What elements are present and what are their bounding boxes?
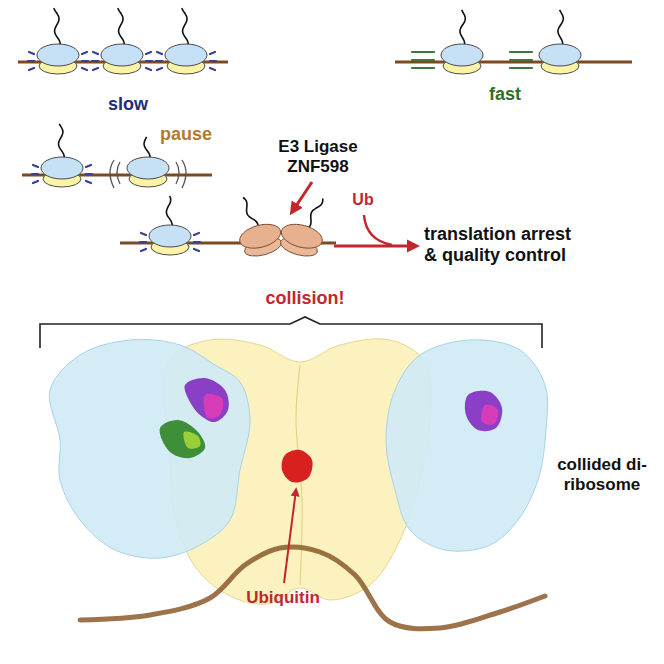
slow-tick bbox=[28, 60, 34, 62]
large-subunit-density bbox=[49, 339, 250, 558]
fast-tick bbox=[510, 59, 532, 61]
rate-label: fast bbox=[489, 84, 521, 105]
ribosome bbox=[539, 44, 581, 74]
ribosome bbox=[37, 44, 79, 74]
large-subunit bbox=[149, 225, 191, 247]
slow-tick bbox=[86, 165, 91, 167]
large-subunit bbox=[165, 44, 207, 66]
slow-tick bbox=[86, 173, 92, 175]
slow-tick bbox=[141, 233, 146, 235]
event-label: collision! bbox=[265, 288, 344, 309]
slow-tick bbox=[146, 68, 151, 70]
large-subunit bbox=[279, 220, 325, 252]
fast-tick bbox=[412, 67, 434, 69]
slow-tick bbox=[210, 52, 215, 54]
ribosome bbox=[277, 220, 325, 260]
slow-tick bbox=[93, 68, 98, 70]
slow-tick bbox=[146, 60, 152, 62]
large-subunit bbox=[37, 44, 79, 66]
wobble-mark bbox=[110, 160, 114, 188]
large-subunit bbox=[41, 157, 83, 179]
large-subunit-density bbox=[386, 340, 548, 551]
large-subunit bbox=[441, 44, 483, 66]
slow-tick bbox=[156, 60, 162, 62]
slow-tick bbox=[82, 60, 88, 62]
slow-tick bbox=[210, 68, 215, 70]
mrna-strand bbox=[80, 547, 545, 629]
slow-tick bbox=[86, 181, 91, 183]
trna-density bbox=[183, 431, 200, 448]
slow-tick bbox=[157, 68, 162, 70]
slow-tick bbox=[33, 181, 38, 183]
enzyme-label: E3 Ligase ZNF598 bbox=[272, 137, 364, 176]
ribosome bbox=[441, 44, 483, 74]
slow-tick bbox=[93, 52, 98, 54]
leader-arrow bbox=[284, 490, 296, 583]
slow-tick bbox=[32, 173, 38, 175]
wobble-mark bbox=[182, 160, 186, 188]
large-subunit bbox=[127, 157, 169, 179]
outcome-label: translation arrest & quality control bbox=[424, 224, 584, 265]
large-subunit bbox=[237, 220, 283, 252]
large-subunit bbox=[101, 44, 143, 66]
fast-tick bbox=[510, 51, 532, 53]
nascent-chain bbox=[305, 198, 323, 230]
slow-tick bbox=[141, 249, 146, 251]
wobble-mark bbox=[117, 162, 120, 184]
trna-density bbox=[184, 378, 228, 422]
slow-tick bbox=[194, 233, 199, 235]
mrna-strand bbox=[395, 61, 632, 64]
wobble-mark bbox=[176, 162, 179, 184]
slow-tick bbox=[146, 52, 151, 54]
slow-tick bbox=[210, 60, 216, 62]
slow-tick bbox=[82, 52, 87, 54]
slow-tick bbox=[194, 241, 200, 243]
trna-density bbox=[204, 394, 224, 419]
nascent-chain bbox=[243, 197, 258, 230]
ubiquitin-density bbox=[282, 450, 313, 483]
slow-tick bbox=[29, 68, 34, 70]
state-label: pause bbox=[160, 124, 212, 145]
arrest-arrow bbox=[334, 245, 416, 248]
slow-tick bbox=[92, 60, 98, 62]
fast-tick bbox=[412, 51, 434, 53]
slow-tick bbox=[140, 241, 146, 243]
trna-density bbox=[160, 420, 206, 458]
part-label: Ubiquitin bbox=[246, 588, 320, 608]
structure-label: collided di-ribosome bbox=[546, 455, 658, 494]
ub-transfer-arrow bbox=[364, 215, 392, 245]
ribosome bbox=[127, 157, 169, 187]
slow-tick bbox=[29, 52, 34, 54]
trna-density bbox=[465, 391, 502, 431]
rate-label: slow bbox=[108, 94, 148, 115]
fast-tick bbox=[510, 67, 532, 69]
slow-tick bbox=[82, 68, 87, 70]
slow-tick bbox=[157, 52, 162, 54]
ribosome bbox=[149, 225, 191, 255]
ubiquitin-tag: Ub bbox=[352, 191, 373, 209]
slow-tick bbox=[194, 249, 199, 251]
ribosome bbox=[41, 157, 83, 187]
trna-density bbox=[481, 405, 498, 425]
ribosome bbox=[101, 44, 143, 74]
slow-tick bbox=[33, 165, 38, 167]
ligase-arrow bbox=[292, 182, 312, 212]
ribosome bbox=[165, 44, 207, 74]
large-subunit bbox=[539, 44, 581, 66]
ribosome bbox=[237, 220, 285, 260]
fast-tick bbox=[412, 59, 434, 61]
